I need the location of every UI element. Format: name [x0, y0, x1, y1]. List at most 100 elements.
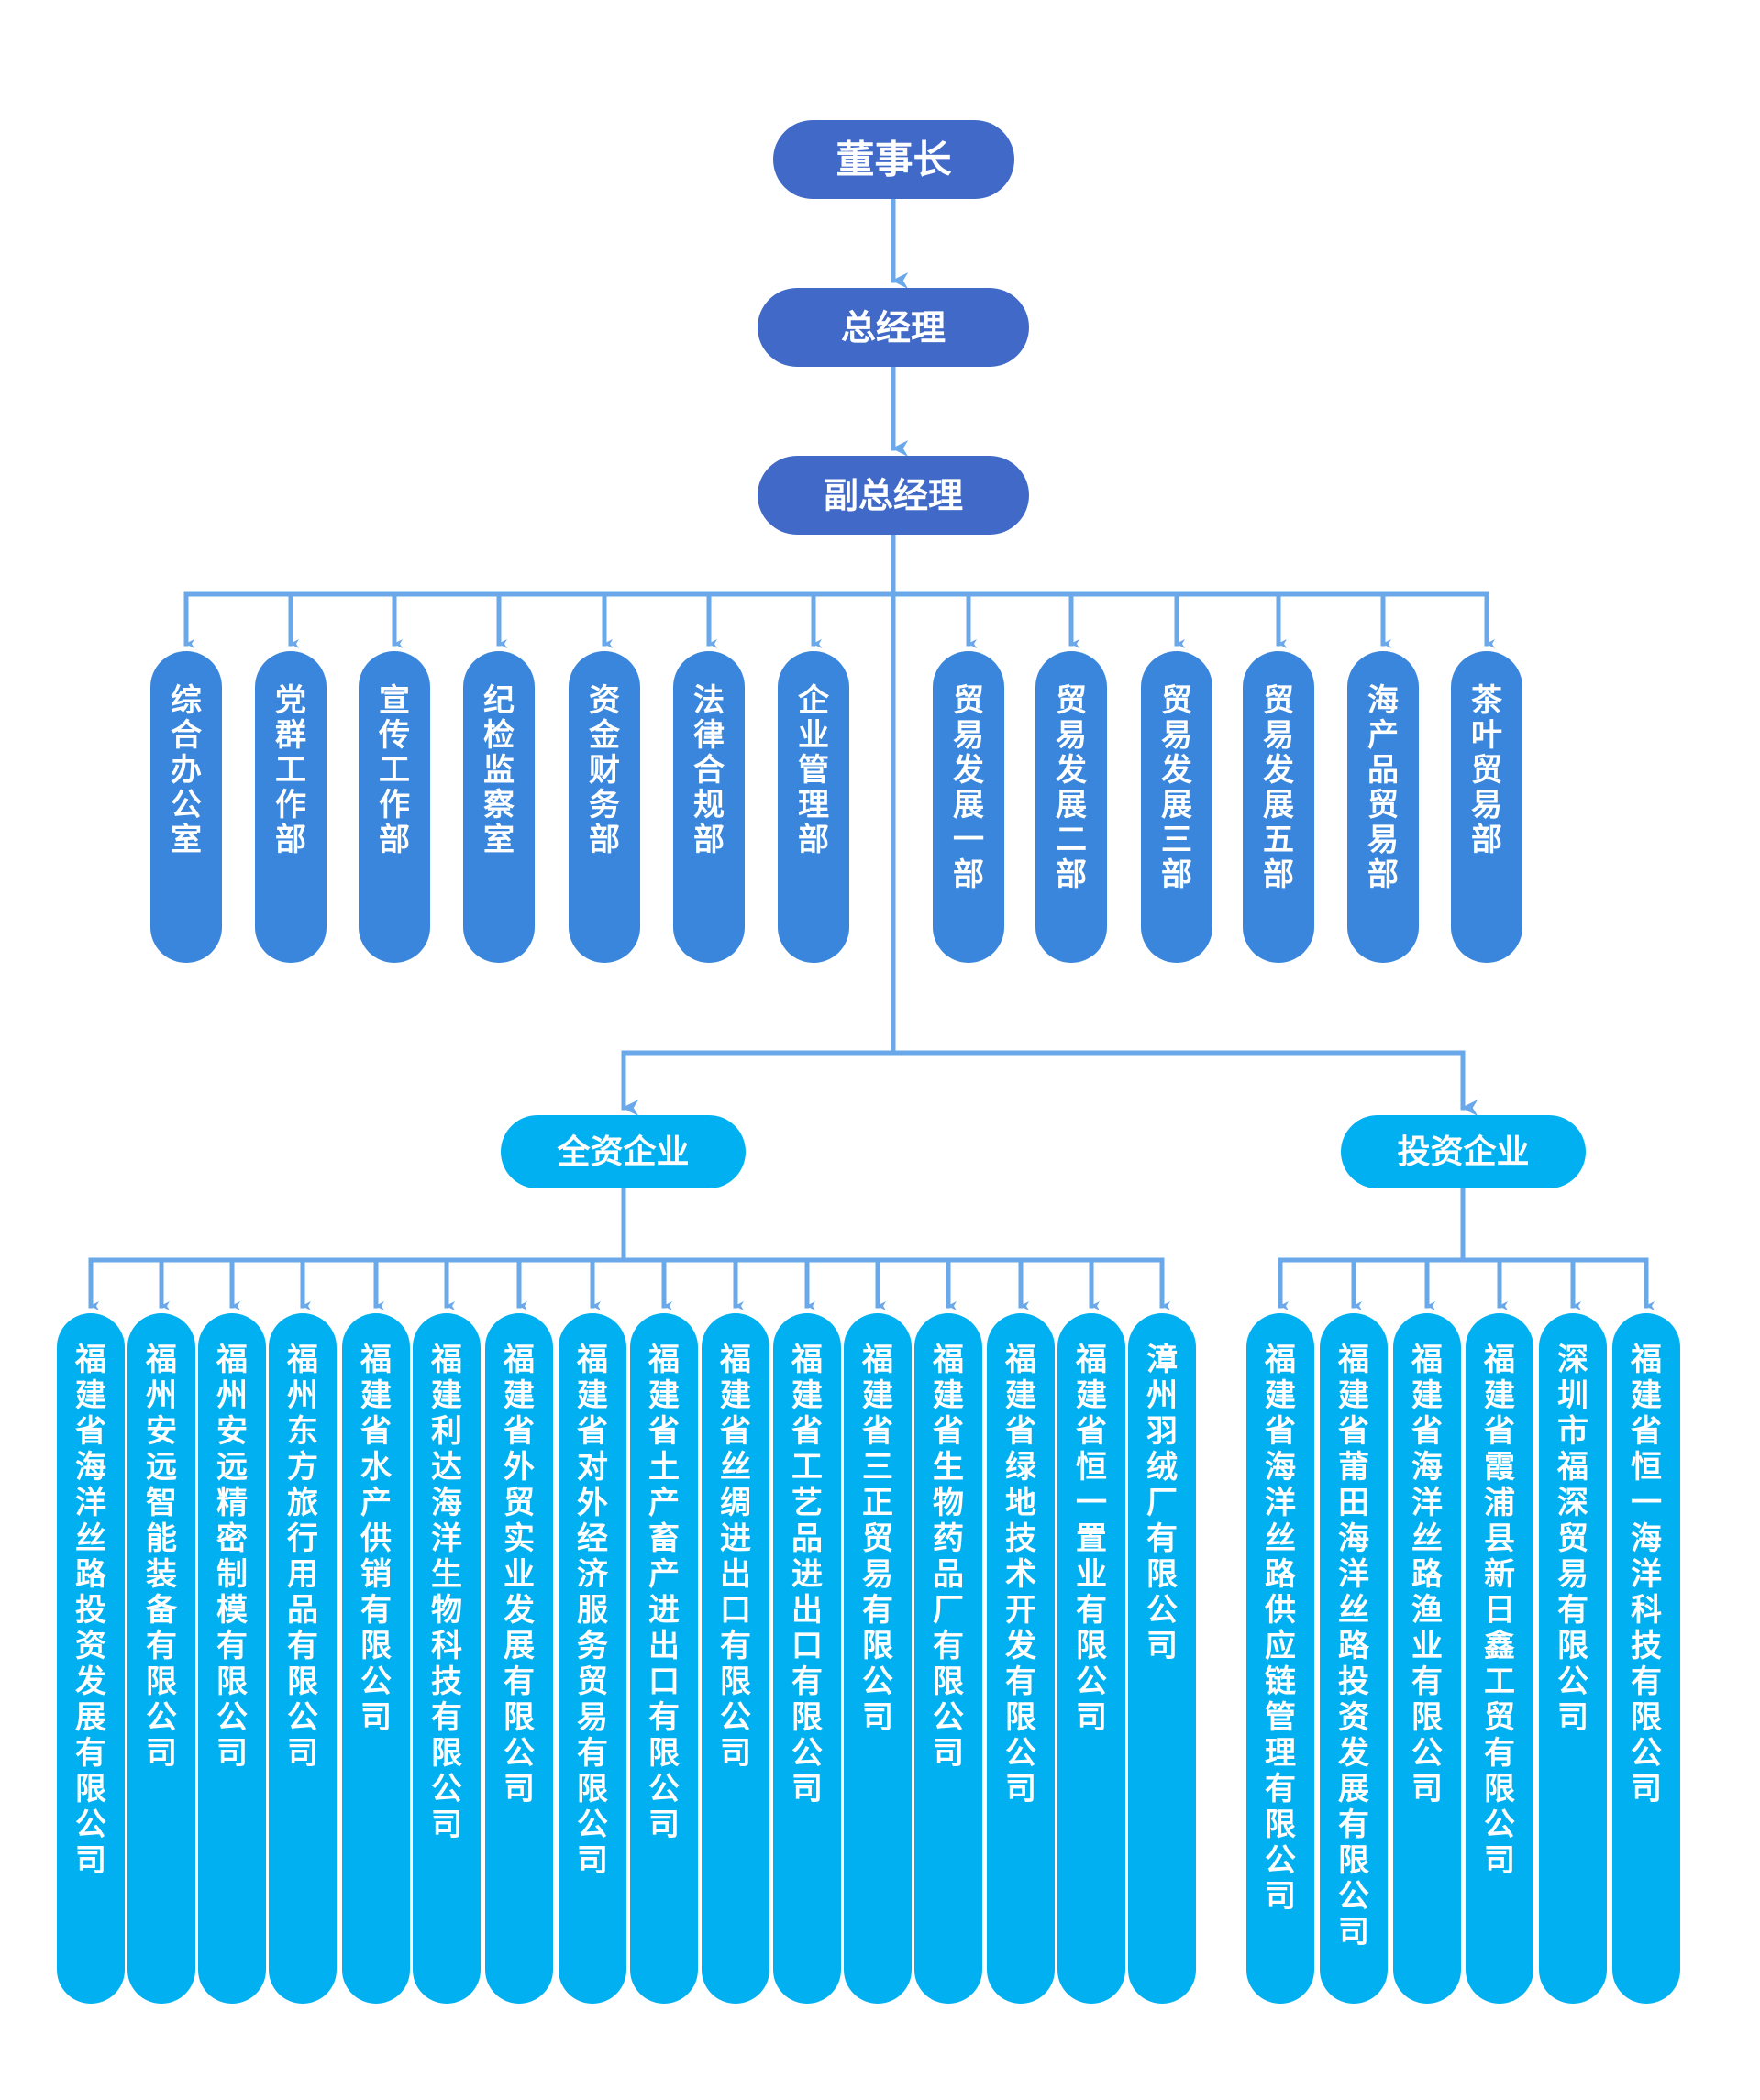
- department-7: 企业管理部: [778, 651, 849, 963]
- department-13-box: [1451, 651, 1522, 963]
- wholly-owned-company-4: 福州东方旅行用品有限公司: [269, 1313, 337, 2004]
- wholly-owned-company-3-label: 福州安远精密制模有限公司: [216, 1342, 248, 1772]
- wholly-owned-company-4-box: [269, 1313, 337, 2004]
- department-3: 宣传工作部: [359, 651, 430, 963]
- wholly-owned-company-8-label: 福建省对外经济服务贸易有限公司: [576, 1342, 609, 1879]
- department-9-box: [1035, 651, 1107, 963]
- invested-company-2: 福建省莆田海洋丝路投资发展有限公司: [1320, 1313, 1388, 2004]
- department-3-box: [359, 651, 430, 963]
- invested-label: 投资企业: [1397, 1133, 1529, 1171]
- wholly-owned-company-14-box: [987, 1313, 1055, 2004]
- wholly-owned-company-16-label: 漳州羽绒厂有限公司: [1146, 1342, 1178, 1664]
- wholly-owned-company-6-label: 福建利达海洋生物科技有限公司: [430, 1342, 462, 1843]
- department-6: 法律合规部: [673, 651, 745, 963]
- general-manager-box: [758, 288, 1029, 367]
- wholly-owned-company-4-label: 福州东方旅行用品有限公司: [286, 1342, 318, 1772]
- departments: 综合办公室 党群工作部 宣传工作部 纪检监察室 资金财务部 法律合规部 企业管理部 贸易发展一…: [150, 651, 1522, 963]
- wholly-owned-company-10-label: 福建省丝绸进出口有限公司: [719, 1342, 751, 1772]
- wholly-owned-company-11-label: 福建省工艺品进出口有限公司: [791, 1342, 823, 1807]
- department-1-label: 综合办公室: [171, 682, 202, 858]
- wholly-owned-companies: 福建省海洋丝路投资发展有限公司 福州安远智能装备有限公司 福州安远精密制模有限公司 福…: [57, 1313, 1196, 2004]
- wholly-owned-company-1: 福建省海洋丝路投资发展有限公司: [57, 1313, 125, 2004]
- department-12-label: 海产品贸易部: [1367, 682, 1399, 893]
- invested-company-3: 福建省海洋丝路渔业有限公司: [1393, 1313, 1461, 2004]
- department-5: 资金财务部: [569, 651, 640, 963]
- department-12: 海产品贸易部: [1347, 651, 1419, 963]
- invested-company-4: 福建省霞浦县新日鑫工贸有限公司: [1466, 1313, 1533, 2004]
- wholly-owned-company-15-box: [1057, 1313, 1125, 2004]
- invested-company-6: 福建省恒一海洋科技有限公司: [1612, 1313, 1680, 2004]
- department-2: 党群工作部: [255, 651, 327, 963]
- wholly-owned-company-7-box: [485, 1313, 553, 2004]
- invested-company-6-label: 福建省恒一海洋科技有限公司: [1630, 1342, 1662, 1807]
- wholly-owned-company-16: 漳州羽绒厂有限公司: [1128, 1313, 1196, 2004]
- wholly-owned-company-2: 福州安远智能装备有限公司: [127, 1313, 195, 2004]
- invested-company-1: 福建省海洋丝路供应链管理有限公司: [1246, 1313, 1314, 2004]
- wholly-owned-company-7: 福建省外贸实业发展有限公司: [485, 1313, 553, 2004]
- general-manager-node: 总经理: [758, 288, 1029, 367]
- department-6-label: 法律合规部: [693, 682, 725, 858]
- department-10: 贸易发展三部: [1141, 651, 1212, 963]
- department-13-label: 茶叶贸易部: [1471, 682, 1503, 858]
- invested-company-1-label: 福建省海洋丝路供应链管理有限公司: [1264, 1342, 1297, 1915]
- department-2-box: [255, 651, 327, 963]
- wholly-owned-company-5-label: 福建省水产供销有限公司: [360, 1342, 393, 1736]
- department-4-label: 纪检监察室: [483, 682, 515, 858]
- invested-node: 投资企业: [1341, 1115, 1586, 1188]
- wholly-owned-company-11-box: [773, 1313, 841, 2004]
- chairman-box: [773, 120, 1014, 199]
- department-11-box: [1243, 651, 1314, 963]
- wholly-owned-company-13-label: 福建省生物药品厂有限公司: [932, 1342, 964, 1772]
- wholly-owned-company-1-box: [57, 1313, 125, 2004]
- invested-company-4-label: 福建省霞浦县新日鑫工贸有限公司: [1483, 1342, 1515, 1879]
- wholly-owned-box: [501, 1115, 746, 1188]
- wholly-owned-company-8: 福建省对外经济服务贸易有限公司: [559, 1313, 626, 2004]
- wholly-owned-company-9: 福建省土产畜产进出口有限公司: [630, 1313, 698, 2004]
- wholly-owned-company-3: 福州安远精密制模有限公司: [198, 1313, 266, 2004]
- department-11: 贸易发展五部: [1243, 651, 1314, 963]
- department-7-label: 企业管理部: [798, 682, 830, 858]
- wholly-owned-company-5-box: [342, 1313, 410, 2004]
- department-12-box: [1347, 651, 1419, 963]
- wholly-owned-company-5: 福建省水产供销有限公司: [342, 1313, 410, 2004]
- wholly-owned-company-15-label: 福建省恒一置业有限公司: [1075, 1342, 1107, 1736]
- wholly-owned-company-10-box: [702, 1313, 769, 2004]
- invested-company-2-box: [1320, 1313, 1388, 2004]
- department-2-label: 党群工作部: [275, 682, 306, 858]
- invested-company-1-box: [1246, 1313, 1314, 2004]
- invested-companies: 福建省海洋丝路供应链管理有限公司 福建省莆田海洋丝路投资发展有限公司福建省海洋丝路…: [1246, 1313, 1680, 2004]
- chairman-label: 董事长: [836, 138, 951, 182]
- wholly-owned-company-8-box: [559, 1313, 626, 2004]
- connector-lines: [88, 196, 1655, 1310]
- department-11-label: 贸易发展五部: [1263, 682, 1294, 893]
- wholly-owned-company-9-box: [630, 1313, 698, 2004]
- department-5-box: [569, 651, 640, 963]
- department-7-box: [778, 651, 849, 963]
- wholly-owned-company-14-label: 福建省绿地技术开发有限公司: [1004, 1342, 1037, 1807]
- wholly-owned-company-2-label: 福州安远智能装备有限公司: [145, 1342, 178, 1772]
- wholly-owned-label: 全资企业: [556, 1133, 689, 1171]
- department-10-label: 贸易发展三部: [1161, 682, 1192, 893]
- wholly-owned-company-12: 福建省三正贸易有限公司: [844, 1313, 912, 2004]
- invested-company-2-label: 福建省莆田海洋丝路投资发展有限公司: [1337, 1342, 1370, 1951]
- invested-company-5-label: 深圳市福深贸易有限公司: [1556, 1342, 1588, 1736]
- wholly-owned-company-13: 福建省生物药品厂有限公司: [914, 1313, 982, 2004]
- wholly-owned-company-12-label: 福建省三正贸易有限公司: [861, 1342, 893, 1736]
- department-4: 纪检监察室: [463, 651, 535, 963]
- wholly-owned-company-11: 福建省工艺品进出口有限公司: [773, 1313, 841, 2004]
- department-9-label: 贸易发展二部: [1056, 682, 1087, 893]
- wholly-owned-node: 全资企业: [501, 1115, 746, 1188]
- wholly-owned-company-1-label: 福建省海洋丝路投资发展有限公司: [74, 1342, 107, 1879]
- department-10-box: [1141, 651, 1212, 963]
- department-8: 贸易发展一部: [933, 651, 1004, 963]
- chairman-node: 董事长: [773, 120, 1014, 199]
- wholly-owned-company-12-box: [844, 1313, 912, 2004]
- wholly-owned-company-3-box: [198, 1313, 266, 2004]
- invested-company-5: 深圳市福深贸易有限公司: [1539, 1313, 1607, 2004]
- general-manager-label: 总经理: [841, 307, 946, 348]
- department-8-label: 贸易发展一部: [953, 682, 984, 893]
- invested-company-3-box: [1393, 1313, 1461, 2004]
- wholly-owned-company-6: 福建利达海洋生物科技有限公司: [413, 1313, 481, 2004]
- wholly-owned-company-9-label: 福建省土产畜产进出口有限公司: [648, 1342, 680, 1843]
